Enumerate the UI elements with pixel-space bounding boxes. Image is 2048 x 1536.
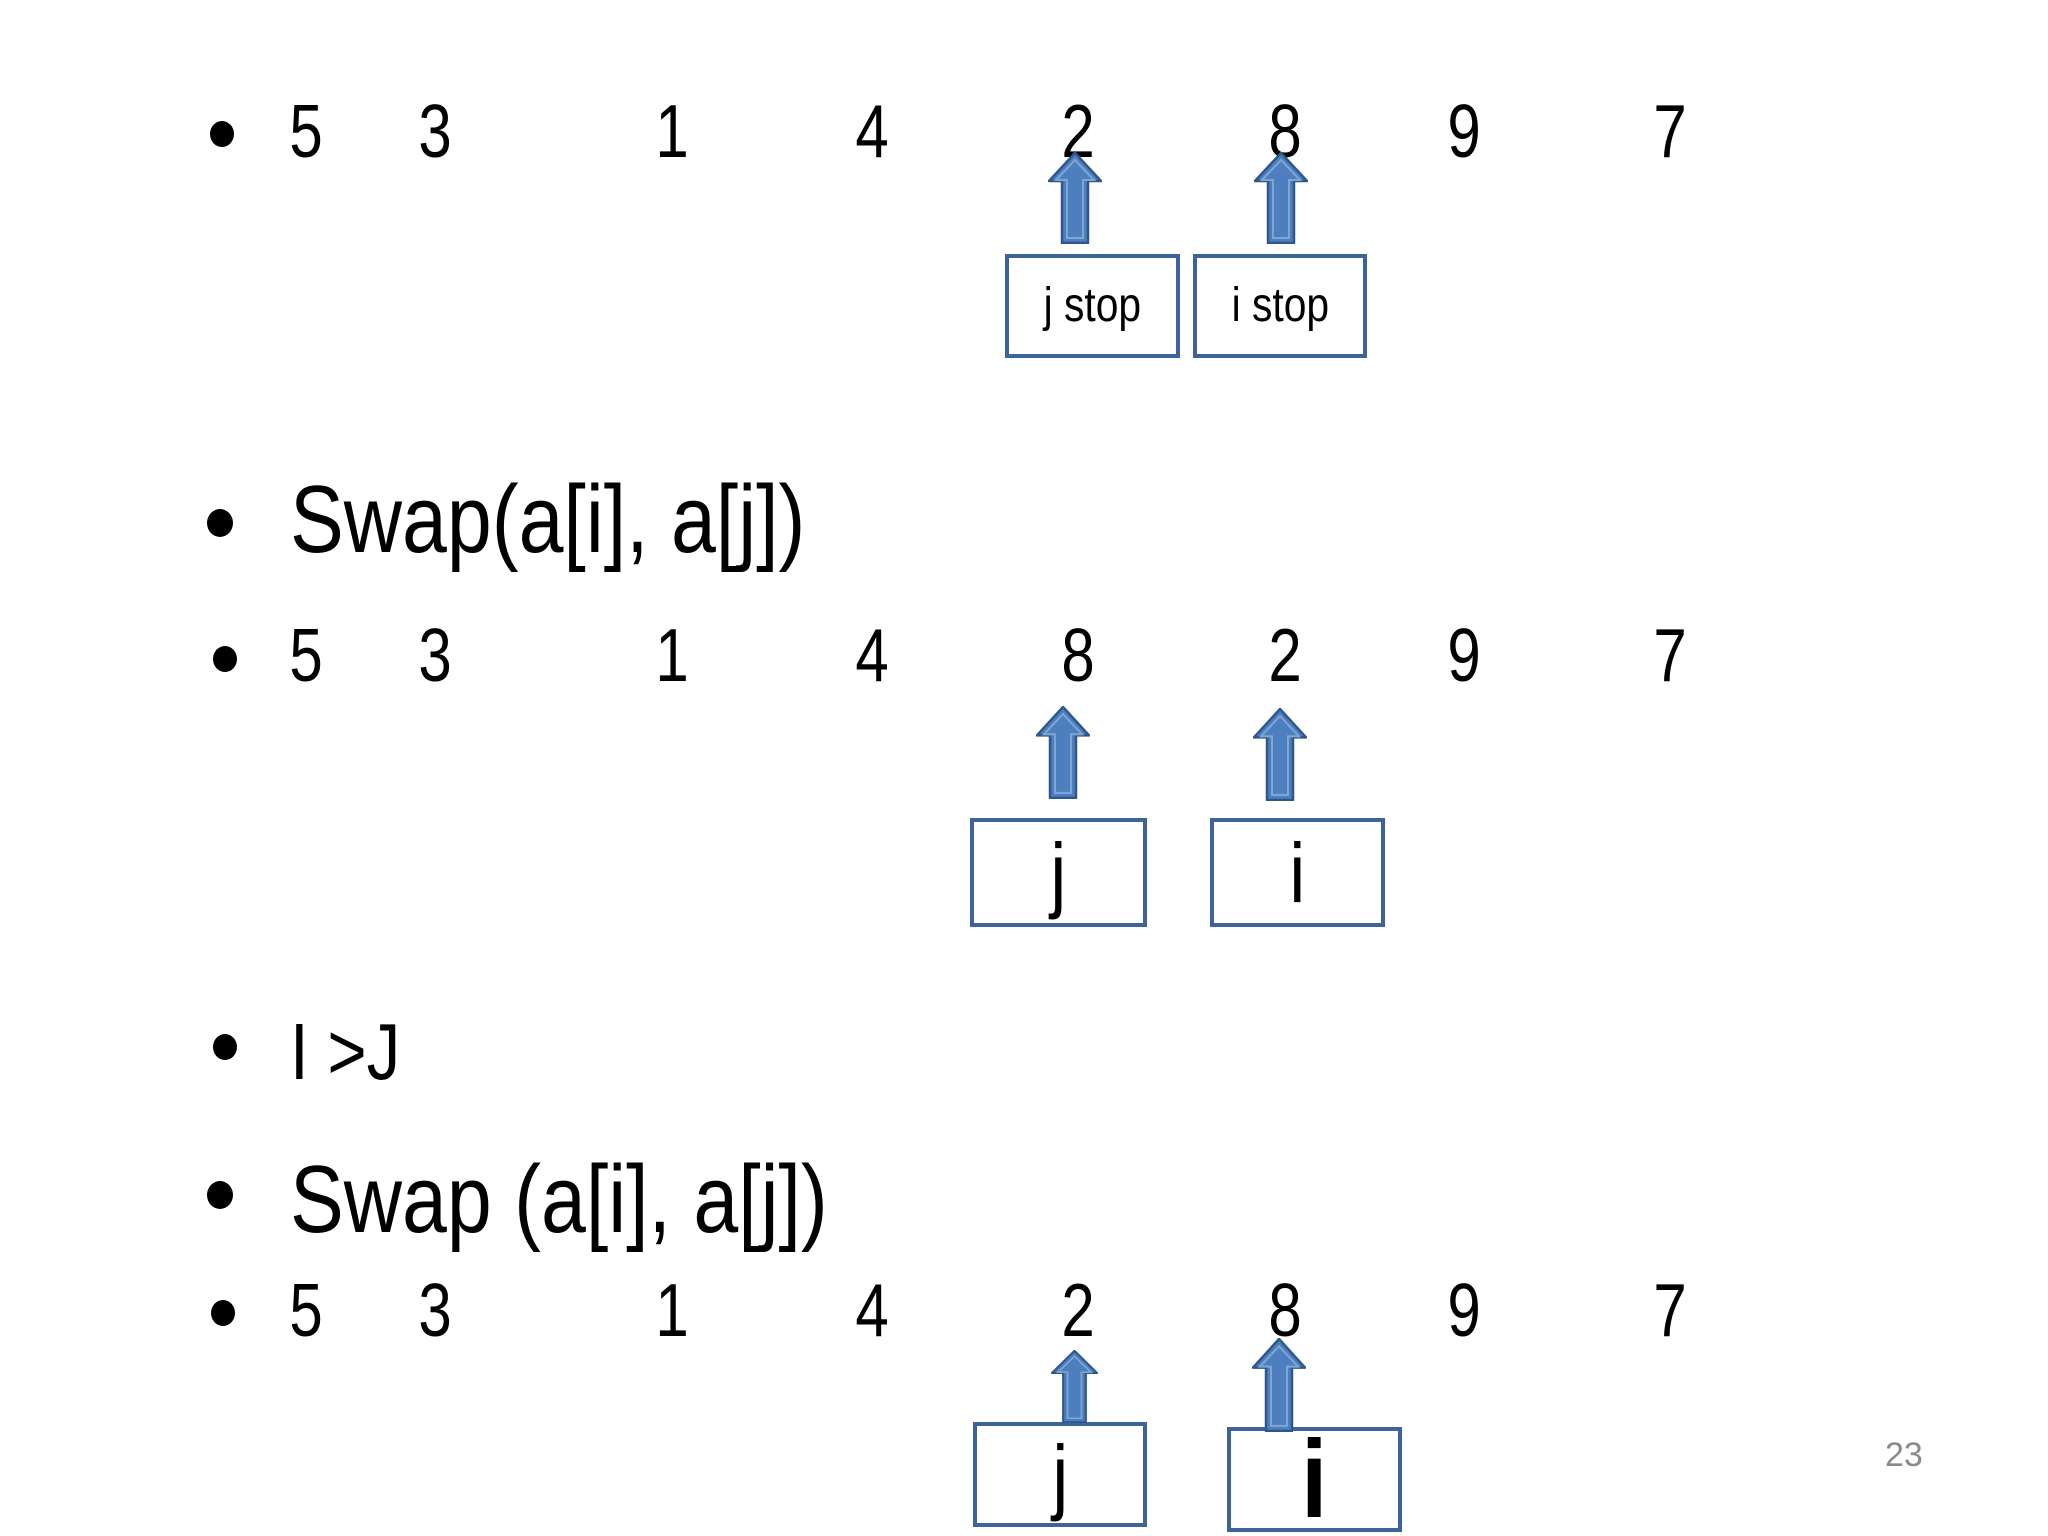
j-box: j xyxy=(970,818,1147,927)
array-value: 9 xyxy=(1447,613,1481,697)
condition-line: I >J xyxy=(290,1007,401,1096)
array-value: 5 xyxy=(289,613,323,697)
array-value: 1 xyxy=(655,89,689,173)
j-label: j xyxy=(1052,1427,1068,1522)
j-stop-label: j stop xyxy=(1043,279,1142,332)
bullet-dot xyxy=(213,646,237,672)
up-arrow-icon xyxy=(1252,1338,1306,1432)
i-label: i xyxy=(1301,1427,1328,1532)
array-value: 5 xyxy=(289,89,323,173)
array-value: 5 xyxy=(289,1268,323,1352)
up-arrow-icon xyxy=(1254,152,1308,244)
array-value: 3 xyxy=(418,613,452,697)
array-value: 9 xyxy=(1447,1268,1481,1352)
bullet-dot xyxy=(213,1034,237,1060)
bullet-dot xyxy=(211,1300,235,1326)
i-box: i xyxy=(1210,818,1385,927)
array-value: 3 xyxy=(418,89,452,173)
swap-line-2: Swap (a[i], a[j]) xyxy=(290,1146,828,1253)
i-stop-box: i stop xyxy=(1193,254,1367,358)
up-arrow-icon xyxy=(1048,152,1102,244)
array-value: 3 xyxy=(418,1268,452,1352)
up-arrow-icon xyxy=(1253,708,1307,801)
array-value: 4 xyxy=(855,1268,889,1352)
array-value: 1 xyxy=(655,1268,689,1352)
array-value: 4 xyxy=(855,89,889,173)
array-row-3: 5 3 1 4 2 8 9 7 xyxy=(0,1273,2048,1353)
array-value: 8 xyxy=(1268,1268,1302,1352)
j-box-bottom: j xyxy=(973,1422,1147,1527)
swap-line-1: Swap(a[i], a[j]) xyxy=(290,466,806,573)
bullet-dot xyxy=(210,121,234,147)
array-value: 2 xyxy=(1061,1268,1095,1352)
up-arrow-icon xyxy=(1051,1350,1098,1423)
j-label: j xyxy=(1050,825,1067,920)
array-value: 8 xyxy=(1061,613,1095,697)
i-box-bottom: i xyxy=(1227,1427,1402,1532)
array-value: 1 xyxy=(655,613,689,697)
page-number: 23 xyxy=(1885,1436,1923,1474)
array-value: 4 xyxy=(855,613,889,697)
i-stop-label: i stop xyxy=(1231,279,1329,332)
array-value: 7 xyxy=(1653,1268,1687,1352)
bullet-dot xyxy=(207,1181,233,1209)
array-row-1: 5 3 1 4 2 8 9 7 xyxy=(0,94,2048,174)
i-label: i xyxy=(1289,825,1306,920)
j-stop-box: j stop xyxy=(1005,254,1180,358)
array-value: 2 xyxy=(1268,613,1302,697)
array-value: 9 xyxy=(1447,89,1481,173)
array-value: 7 xyxy=(1653,89,1687,173)
array-row-2: 5 3 1 4 8 2 9 7 xyxy=(0,618,2048,698)
up-arrow-icon xyxy=(1036,706,1090,799)
array-value: 7 xyxy=(1653,613,1687,697)
bullet-dot xyxy=(207,509,233,537)
